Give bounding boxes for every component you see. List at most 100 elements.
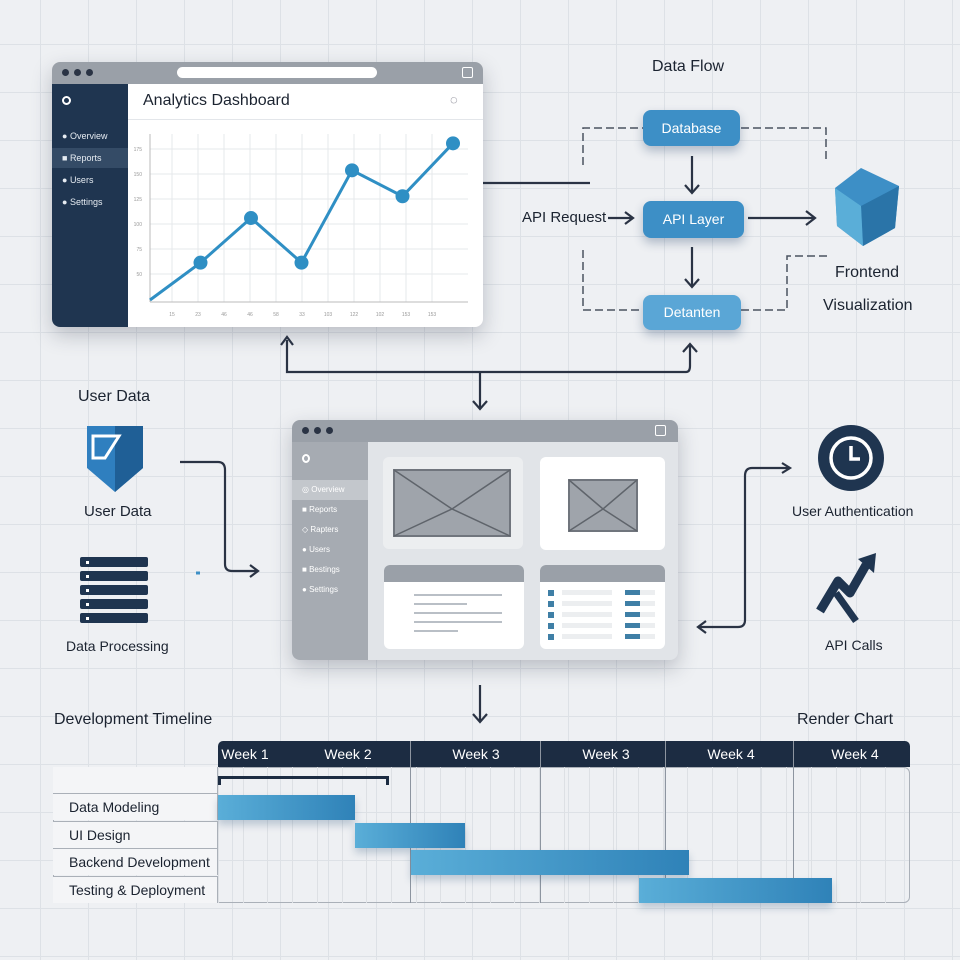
dashed-connector bbox=[582, 127, 643, 165]
grid-line bbox=[514, 767, 516, 903]
sidebar-item-reports[interactable]: ■ Reports bbox=[52, 148, 128, 168]
data-point[interactable] bbox=[244, 211, 258, 226]
window-controls[interactable] bbox=[62, 69, 93, 76]
grid-line bbox=[292, 767, 294, 903]
logo-icon bbox=[302, 454, 310, 463]
week-divider bbox=[410, 741, 411, 903]
sidebar-item[interactable]: ● Users bbox=[292, 540, 368, 560]
list-row bbox=[548, 623, 658, 629]
dashed-connector bbox=[741, 255, 827, 311]
y-tick-label: 175 bbox=[134, 147, 143, 153]
week-divider bbox=[540, 741, 541, 903]
data-point[interactable] bbox=[395, 189, 410, 204]
grid-line bbox=[761, 767, 763, 903]
window-icon[interactable] bbox=[462, 67, 473, 78]
data-flow-title: Data Flow bbox=[652, 58, 725, 75]
grid-line bbox=[860, 767, 862, 903]
y-tick-label: 100 bbox=[134, 222, 143, 228]
x-tick-label: 46 bbox=[247, 312, 253, 318]
x-tick-label: 103 bbox=[324, 312, 333, 318]
sidebar-item-users[interactable]: ● Users bbox=[62, 175, 94, 185]
user-data-heading: User Data bbox=[78, 388, 151, 405]
data-point[interactable] bbox=[345, 163, 359, 178]
api-layer-box[interactable]: API Layer bbox=[643, 201, 744, 238]
x-tick-label: 153 bbox=[428, 312, 437, 318]
grid-line bbox=[662, 767, 664, 903]
list-row bbox=[548, 601, 658, 607]
window-controls[interactable] bbox=[302, 427, 333, 434]
clock-icon bbox=[818, 425, 884, 491]
x-tick-label: 58 bbox=[273, 312, 279, 318]
data-point[interactable] bbox=[294, 255, 309, 270]
grid-line bbox=[884, 767, 886, 903]
task-row-label: Backend Development bbox=[53, 848, 218, 875]
data-point[interactable] bbox=[193, 255, 208, 270]
y-tick-label: 150 bbox=[134, 172, 143, 178]
week-header: Week 1 bbox=[221, 746, 269, 762]
sidebar-item[interactable]: ◎ Overview bbox=[292, 480, 368, 500]
grid-line bbox=[687, 767, 689, 903]
window-icon[interactable] bbox=[655, 425, 666, 436]
sidebar-label: Overview bbox=[311, 485, 345, 494]
title-bar bbox=[52, 62, 483, 84]
image-placeholder-large bbox=[383, 457, 523, 549]
image-placeholder-small bbox=[540, 457, 665, 550]
y-tick-label: 50 bbox=[136, 272, 142, 278]
task-row-label: UI Design bbox=[53, 820, 218, 848]
milestone-bracket bbox=[218, 776, 389, 785]
task-row-label: Testing & Deployment bbox=[53, 875, 218, 903]
task-bar[interactable] bbox=[410, 850, 689, 875]
task-bar[interactable] bbox=[218, 795, 356, 820]
sidebar-label: Users bbox=[309, 545, 330, 554]
arrow-down bbox=[472, 685, 488, 724]
arrow-right bbox=[608, 211, 635, 225]
grid-line bbox=[712, 767, 713, 903]
sidebar-item-overview[interactable]: ● Overview bbox=[62, 131, 108, 141]
visualization-label: Visualization bbox=[823, 297, 913, 314]
sidebar-item[interactable]: ● Settings bbox=[292, 580, 368, 600]
sidebar-item[interactable]: ◇ Rapters bbox=[292, 520, 368, 540]
grid-line bbox=[267, 767, 269, 903]
arrow-down bbox=[684, 156, 700, 195]
address-bar[interactable] bbox=[177, 67, 377, 78]
grid-line bbox=[563, 767, 565, 903]
y-tick-label: 75 bbox=[136, 247, 142, 253]
sidebar-icon: ◎ bbox=[302, 485, 309, 494]
arrow-right bbox=[180, 460, 260, 578]
x-tick-label: 153 bbox=[402, 312, 411, 318]
task-bar[interactable] bbox=[355, 822, 465, 848]
y-tick-label: 125 bbox=[134, 197, 143, 203]
sidebar-label: Rapters bbox=[310, 525, 339, 534]
connector-line bbox=[285, 340, 698, 374]
arrow-down bbox=[684, 247, 700, 289]
grid-line bbox=[316, 767, 318, 903]
grid-line bbox=[489, 767, 491, 903]
task-bar[interactable] bbox=[638, 877, 832, 903]
sidebar-icon: ■ bbox=[302, 565, 307, 574]
detanten-box[interactable]: Detanten bbox=[643, 295, 741, 330]
x-tick-label: 33 bbox=[299, 312, 305, 318]
sidebar-label: Reports bbox=[309, 505, 338, 514]
data-point[interactable] bbox=[446, 136, 460, 151]
arrow-right bbox=[781, 462, 793, 474]
sidebar-label: Bestings bbox=[309, 565, 340, 574]
grid-line bbox=[218, 767, 219, 903]
sidebar-item[interactable]: ■ Bestings bbox=[292, 560, 368, 580]
user-data-label: User Data bbox=[84, 503, 152, 520]
sidebar-item[interactable]: ■ Reports bbox=[292, 500, 368, 520]
week-header: Week 3 bbox=[582, 746, 630, 762]
database-box[interactable]: Database bbox=[643, 110, 740, 146]
sidebar-label: Overview bbox=[69, 131, 108, 141]
sidebar-label: Settings bbox=[309, 585, 338, 594]
task-row-label: Data Modeling bbox=[53, 793, 218, 820]
list-row bbox=[548, 590, 658, 596]
sidebar-label: Settings bbox=[69, 197, 103, 207]
timeline-title: Development Timeline bbox=[54, 711, 213, 728]
sidebar-item-settings[interactable]: ● Settings bbox=[62, 197, 103, 207]
user-authentication-label: User Authentication bbox=[792, 503, 914, 519]
grid-line bbox=[539, 767, 541, 903]
search-icon[interactable]: ◌ bbox=[450, 92, 458, 107]
sidebar-icon: ● bbox=[302, 545, 307, 554]
app-wireframe-window: ◎ Overview■ Reports◇ Rapters● Users■ Bes… bbox=[292, 420, 678, 660]
